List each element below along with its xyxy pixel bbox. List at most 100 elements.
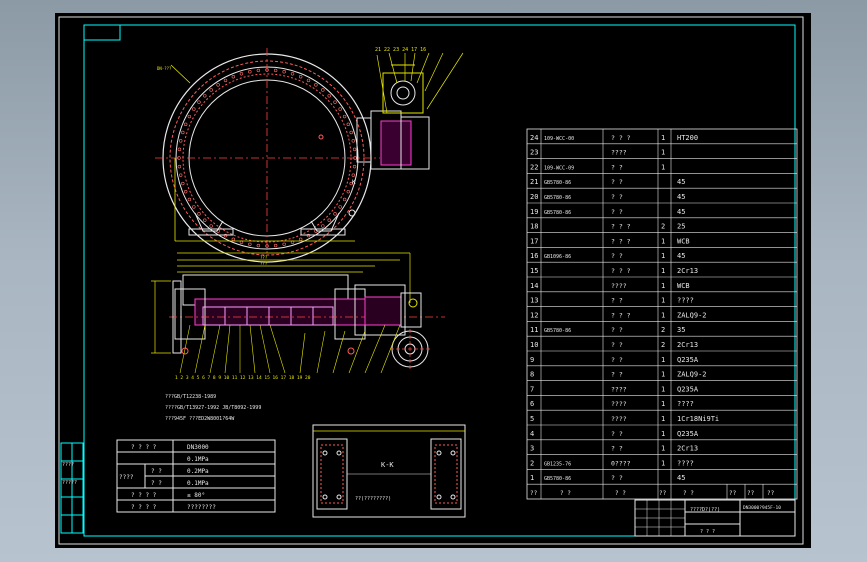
bom-code: GB1096-86 xyxy=(544,254,571,260)
bom-name: ? ? xyxy=(611,341,623,349)
svg-text:K: K xyxy=(352,179,356,186)
front-view: DN-??? K 21 22 23 24 17 16 xyxy=(155,47,464,263)
bom-qty: 1 xyxy=(661,282,665,290)
section-label: K-K xyxy=(381,461,394,469)
spec-label-0: ? ? ? ? xyxy=(131,444,157,451)
bolt-hole xyxy=(342,197,347,202)
bom-name: ? ? xyxy=(611,297,623,305)
bom-qty: 1 xyxy=(661,252,665,260)
bom-material: ???? xyxy=(677,400,694,408)
bom-no: 14 xyxy=(530,282,538,290)
svg-text:1 2 3 4 5 6 7 8 9 10: 1 2 3 4 5 6 7 8 9 10 11 12 13 14 15 16 1… xyxy=(175,375,311,381)
bom-qty: 1 xyxy=(661,415,665,423)
bom-name: ? ? xyxy=(611,178,623,186)
bolt-hole xyxy=(346,122,351,127)
bolt-hole xyxy=(181,130,185,135)
bolt-hole xyxy=(203,218,207,222)
bolt-hole xyxy=(298,74,303,79)
bolt-hole xyxy=(231,237,236,242)
bom-qty: 1 xyxy=(661,430,665,438)
inner-frame xyxy=(83,24,796,537)
section-note: ??(????????) xyxy=(355,496,391,502)
bom-qty: 2 xyxy=(661,223,665,231)
bom-material: ZALQ9-2 xyxy=(677,371,707,379)
bom-no: 6 xyxy=(530,400,534,408)
bom-material: Q235A xyxy=(677,385,699,393)
side-view: ??? ??? 1 2 3 4 5 6 7 8 9 10 11 12 13 14… xyxy=(151,252,445,381)
bolt-hole xyxy=(183,189,188,194)
bolt-hole xyxy=(197,100,201,104)
bom-name: ? ? xyxy=(611,193,623,201)
note-2: ????GB/T13927-1992 JB/T8092-1999 xyxy=(165,405,261,411)
bom-no: 16 xyxy=(530,252,538,260)
svg-text:21 22 23 24 17 16: 21 22 23 24 17 16 xyxy=(375,47,426,53)
bom-material: 45 xyxy=(677,474,685,482)
corner-box xyxy=(83,24,121,41)
bom-no: 11 xyxy=(530,326,538,334)
bom-name: ? ? ? xyxy=(611,237,631,245)
bom-no: 13 xyxy=(530,297,538,305)
bom-no: 10 xyxy=(530,341,538,349)
bom-code: GB5780-86 xyxy=(544,328,571,334)
bom-qty: 2 xyxy=(661,326,665,334)
outer-frame xyxy=(58,16,804,545)
bom-code: GB5780-86 xyxy=(544,476,571,482)
bom-name: ? ? xyxy=(611,371,623,379)
spec-value-3: 0.1MPa xyxy=(187,480,209,487)
bom-qty: 1 xyxy=(661,385,665,393)
bom-no: 5 xyxy=(530,415,534,423)
bolt-hole xyxy=(306,78,311,83)
spec-sub-2: ? ? xyxy=(151,468,162,475)
bolt-hole xyxy=(209,88,213,92)
bom-no: 17 xyxy=(530,237,538,245)
spec-value-5: ???????? xyxy=(187,504,216,511)
bolt-hole xyxy=(192,107,196,111)
drawing-viewport[interactable]: ???? ????? DN-??? K xyxy=(55,13,811,548)
bom-header-col7: ?? xyxy=(747,490,755,497)
bom-material: WCB xyxy=(677,237,690,245)
bom-no: 12 xyxy=(530,311,538,319)
bom-material: 2Cr13 xyxy=(677,341,698,349)
bom-no: 8 xyxy=(530,371,534,379)
bolt-hole xyxy=(177,164,182,169)
bolt-hole xyxy=(273,68,278,73)
bom-no: 19 xyxy=(530,208,538,216)
bom-name: ? ? ? xyxy=(611,134,631,142)
bolt-hole xyxy=(187,114,192,119)
bolt-hole xyxy=(352,164,357,169)
bom-qty: 1 xyxy=(661,237,665,245)
bom-material: ???? xyxy=(677,297,694,305)
spec-value-1: 0.1MPa xyxy=(187,456,209,463)
bom-no: 18 xyxy=(530,223,538,231)
bolt-hole xyxy=(338,107,342,111)
bolt-hole xyxy=(256,68,261,73)
bom-no: 9 xyxy=(530,356,534,364)
bom-no: 3 xyxy=(530,445,534,453)
bom-material: 2Cr13 xyxy=(677,445,698,453)
spec-label-4: ? ? ? ? xyxy=(131,492,157,499)
bolt-hole xyxy=(333,212,337,216)
bolt-hole xyxy=(256,243,261,248)
bom-material: 25 xyxy=(677,223,685,231)
bom-name: ? ? xyxy=(611,163,623,171)
bolt-hole xyxy=(338,205,342,209)
note-1: ???GB/T12238-1989 xyxy=(165,394,216,400)
bolt-hole xyxy=(327,218,331,222)
bolt-hole xyxy=(203,94,207,98)
bom-code: 109-WCC-00 xyxy=(544,136,574,142)
bom-no: 7 xyxy=(530,385,534,393)
bom-qty: 1 xyxy=(661,267,665,275)
bom-code: GB5780-86 xyxy=(544,210,571,216)
bom-material: 45 xyxy=(677,193,685,201)
bolt-hole xyxy=(321,88,325,92)
bolt-hole xyxy=(183,122,188,127)
title-drawing-no: DN3000?945F-10 xyxy=(743,505,781,511)
bom-name: 0???? xyxy=(611,459,631,467)
bolt-hole xyxy=(327,94,331,98)
bom-code: 109-WCC-09 xyxy=(544,165,574,171)
bolt-hole xyxy=(346,189,351,194)
bolt-hole xyxy=(209,224,213,228)
bom-qty: 1 xyxy=(661,356,665,364)
title-name: ????D?(??) xyxy=(690,507,720,513)
